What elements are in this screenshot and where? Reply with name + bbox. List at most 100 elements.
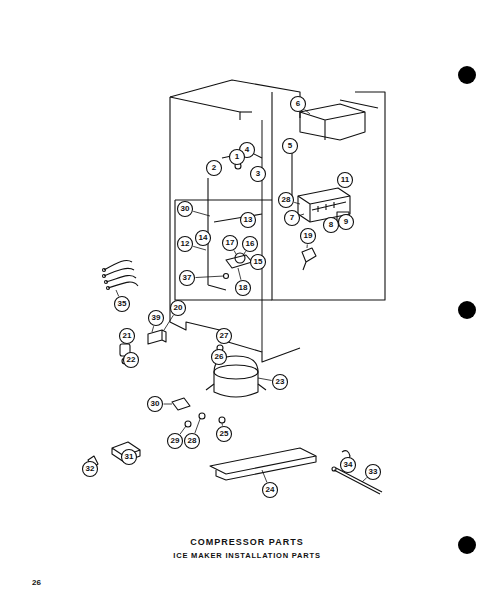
drawing-stroke bbox=[148, 397, 163, 412]
drawing-stroke bbox=[103, 269, 106, 272]
drawing-stroke bbox=[175, 200, 272, 300]
drawing-stroke bbox=[210, 448, 316, 474]
drawing-stroke bbox=[216, 456, 316, 480]
callout-number: 14 bbox=[199, 234, 208, 242]
drawing-stroke bbox=[272, 92, 385, 300]
drawing-stroke bbox=[116, 290, 119, 296]
drawing-stroke bbox=[115, 297, 130, 312]
callout-number: 28 bbox=[282, 196, 291, 204]
callout-number: 19 bbox=[304, 232, 313, 240]
callout-number: 8 bbox=[329, 221, 333, 229]
drawing-stroke bbox=[178, 202, 193, 217]
drawing-stroke bbox=[103, 275, 106, 278]
callout-number: 21 bbox=[123, 332, 132, 340]
drawing-stroke bbox=[334, 468, 382, 494]
drawing-stroke bbox=[170, 80, 300, 118]
drawing-stroke bbox=[305, 109, 310, 114]
drawing-stroke bbox=[238, 268, 241, 280]
drawing-stroke bbox=[217, 329, 232, 344]
drawing-stroke bbox=[458, 66, 476, 554]
drawing-stroke bbox=[120, 329, 135, 344]
drawing-stroke bbox=[300, 214, 304, 215]
callout-number: 20 bbox=[174, 304, 183, 312]
drawing-stroke bbox=[122, 450, 137, 465]
drawing-stroke bbox=[300, 112, 365, 140]
drawing-stroke bbox=[279, 193, 294, 208]
drawing-stroke bbox=[458, 301, 476, 319]
callout-number: 17 bbox=[226, 239, 235, 247]
drawing-stroke bbox=[207, 161, 222, 176]
drawing-stroke bbox=[301, 229, 316, 244]
title: COMPRESSOR PARTS bbox=[190, 537, 303, 547]
drawing-stroke bbox=[168, 434, 183, 449]
drawing-stroke bbox=[212, 350, 227, 365]
page-number: 26 bbox=[32, 578, 41, 587]
callout-number: 11 bbox=[341, 176, 349, 184]
drawing-stroke bbox=[341, 458, 356, 473]
drawing-stroke bbox=[339, 215, 354, 230]
drawing-stroke bbox=[300, 104, 365, 140]
drawing-stroke bbox=[234, 250, 236, 254]
drawing-stroke bbox=[324, 218, 339, 233]
drawing-stroke bbox=[104, 260, 138, 288]
drawing-stroke bbox=[338, 173, 353, 188]
drawing-stroke bbox=[124, 353, 139, 368]
callout-number: 13 bbox=[244, 216, 253, 224]
drawing-stroke bbox=[206, 384, 266, 390]
drawing-stroke bbox=[236, 281, 251, 296]
callout-number: 29 bbox=[171, 437, 180, 445]
drawing-stroke bbox=[366, 465, 381, 480]
callout-number: 9 bbox=[344, 218, 348, 226]
drawing-stroke bbox=[261, 120, 262, 352]
callout-number: 1 bbox=[235, 153, 239, 161]
drawing-stroke bbox=[273, 375, 288, 390]
callout-number: 31 bbox=[125, 453, 134, 461]
drawing-stroke bbox=[217, 427, 232, 442]
drawing-stroke bbox=[172, 398, 190, 410]
drawing-stroke bbox=[214, 365, 258, 379]
drawing-stroke bbox=[195, 419, 200, 433]
drawing-stroke bbox=[243, 237, 258, 252]
drawing-stroke bbox=[178, 237, 193, 252]
drawing-stroke bbox=[180, 426, 186, 434]
callout-number: 34 bbox=[344, 461, 353, 469]
callout-number: 2 bbox=[212, 164, 216, 172]
drawing-stroke bbox=[307, 244, 308, 248]
drawing-stroke bbox=[362, 478, 367, 482]
drawing-stroke bbox=[164, 404, 173, 405]
drawing-stroke bbox=[195, 276, 224, 278]
drawing-stroke bbox=[223, 236, 238, 251]
drawing-stroke bbox=[226, 255, 252, 268]
drawing-stroke bbox=[258, 378, 272, 380]
drawing-stroke bbox=[164, 315, 173, 330]
callout-number: 30 bbox=[151, 400, 160, 408]
callout-number: 37 bbox=[183, 274, 192, 282]
drawing-stroke bbox=[196, 231, 211, 246]
drawing-stroke bbox=[107, 287, 110, 290]
drawing-stroke bbox=[149, 311, 164, 326]
drawing-stroke bbox=[185, 434, 200, 449]
drawing-stroke bbox=[251, 167, 266, 182]
drawing-stroke bbox=[180, 271, 195, 286]
drawing-stroke bbox=[244, 251, 246, 254]
callout-number: 28 bbox=[188, 437, 197, 445]
drawing-stroke bbox=[83, 97, 381, 498]
callout-number: 26 bbox=[215, 353, 224, 361]
callout-number: 7 bbox=[290, 214, 294, 222]
drawing-stroke bbox=[340, 100, 378, 108]
drawing-stroke bbox=[193, 211, 210, 216]
drawing-stroke bbox=[241, 213, 256, 228]
drawing-stroke bbox=[170, 97, 240, 120]
drawing-stroke bbox=[208, 178, 226, 290]
callout-number: 3 bbox=[256, 170, 260, 178]
drawing-stroke bbox=[171, 301, 186, 316]
drawing-stroke bbox=[148, 330, 166, 344]
callout-number: 12 bbox=[181, 240, 190, 248]
callout-number: 4 bbox=[245, 146, 249, 154]
drawing-stroke bbox=[199, 413, 205, 419]
drawing-stroke bbox=[302, 248, 316, 270]
callout-number: 30 bbox=[181, 205, 190, 213]
callout-number: 33 bbox=[369, 468, 378, 476]
drawing-stroke bbox=[458, 536, 476, 554]
